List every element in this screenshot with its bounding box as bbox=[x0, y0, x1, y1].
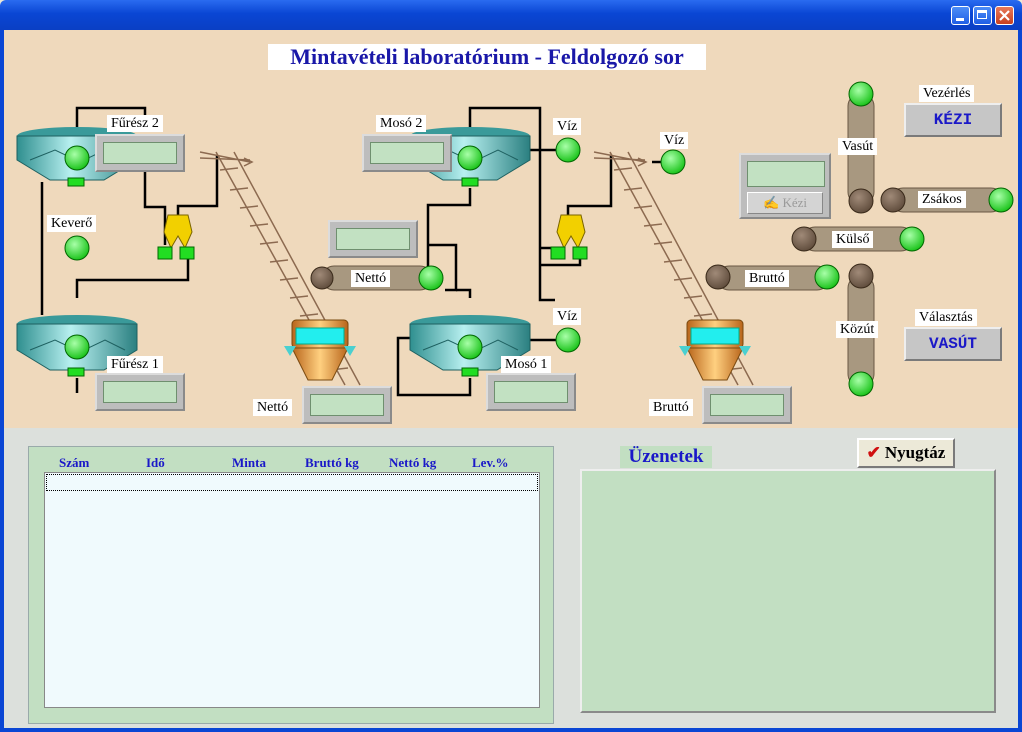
hand-icon: ✍ bbox=[763, 195, 780, 210]
label-kulso: Külső bbox=[832, 231, 874, 248]
viz-mid-led bbox=[555, 327, 581, 353]
label-kozut: Közút bbox=[836, 321, 879, 338]
label-moso2: Mosó 2 bbox=[376, 115, 427, 132]
viz-top-left-led bbox=[555, 137, 581, 163]
brutto-bin bbox=[679, 319, 751, 381]
checkmark-icon: ✔ bbox=[866, 443, 881, 462]
sampler-left bbox=[157, 214, 195, 260]
viz-top-right-led bbox=[660, 149, 686, 175]
manual-panel: ✍ Kézi bbox=[739, 153, 831, 219]
label-netto-conveyor: Nettó bbox=[351, 270, 391, 287]
display-moso2 bbox=[362, 134, 452, 172]
kezi-button[interactable]: ✍ Kézi bbox=[747, 192, 823, 214]
messages-box[interactable] bbox=[580, 469, 996, 713]
kevero-led bbox=[64, 235, 90, 261]
fuersz2-led bbox=[64, 145, 90, 171]
close-icon[interactable] bbox=[995, 6, 1014, 25]
column-header-minta: Minta bbox=[232, 455, 266, 470]
display-fuersz2 bbox=[95, 134, 185, 172]
column-header-brutto-kg: Bruttó kg bbox=[305, 455, 359, 470]
nyugtaz-button[interactable]: ✔Nyugtáz bbox=[857, 438, 955, 468]
sampler-right bbox=[550, 214, 588, 260]
valasztas-button[interactable]: VASÚT bbox=[904, 327, 1002, 361]
column-header-ido: Idő bbox=[146, 455, 165, 470]
label-fuersz1: Fűrész 1 bbox=[107, 356, 163, 373]
column-header-netto-kg: Nettó kg bbox=[389, 455, 437, 470]
label-zsakos: Zsákos bbox=[918, 191, 966, 208]
display-moso1 bbox=[486, 373, 576, 411]
list-selection-row[interactable] bbox=[46, 474, 538, 491]
display-netto-conveyor bbox=[328, 220, 418, 258]
vezerles-button[interactable]: KÉZI bbox=[904, 103, 1002, 137]
moso1-led bbox=[457, 334, 483, 360]
label-vezerles: Vezérlés bbox=[919, 85, 975, 102]
column-header-szam: Szám bbox=[59, 455, 90, 470]
label-brutto-bin: Bruttó bbox=[649, 399, 693, 416]
minimize-icon[interactable] bbox=[951, 6, 970, 25]
maximize-icon[interactable] bbox=[973, 6, 992, 25]
messages-title: Üzenetek bbox=[620, 446, 712, 468]
display-brutto bbox=[702, 386, 792, 424]
window-titlebar[interactable] bbox=[0, 0, 1022, 30]
label-viz-top-right: Víz bbox=[660, 132, 689, 149]
label-kevero: Keverő bbox=[47, 215, 97, 232]
page-title: Mintavételi laboratórium - Feldolgozó so… bbox=[268, 44, 706, 70]
sample-list[interactable] bbox=[44, 472, 540, 708]
label-moso1: Mosó 1 bbox=[501, 356, 552, 373]
display-netto bbox=[302, 386, 392, 424]
fuersz1-led bbox=[64, 334, 90, 360]
label-netto-bin: Nettó bbox=[253, 399, 293, 416]
label-viz-mid: Víz bbox=[553, 308, 582, 325]
label-fuersz2: Fűrész 2 bbox=[107, 115, 163, 132]
display-fuersz1 bbox=[95, 373, 185, 411]
moso2-led bbox=[457, 145, 483, 171]
label-vasut: Vasút bbox=[838, 138, 878, 155]
label-viz-top-left: Víz bbox=[553, 118, 582, 135]
column-header-lev: Lev.% bbox=[472, 455, 509, 470]
manual-display bbox=[747, 161, 825, 187]
label-brutto-conveyor: Bruttó bbox=[745, 270, 789, 287]
label-valasztas: Választás bbox=[915, 309, 977, 326]
netto-bin bbox=[284, 319, 356, 381]
